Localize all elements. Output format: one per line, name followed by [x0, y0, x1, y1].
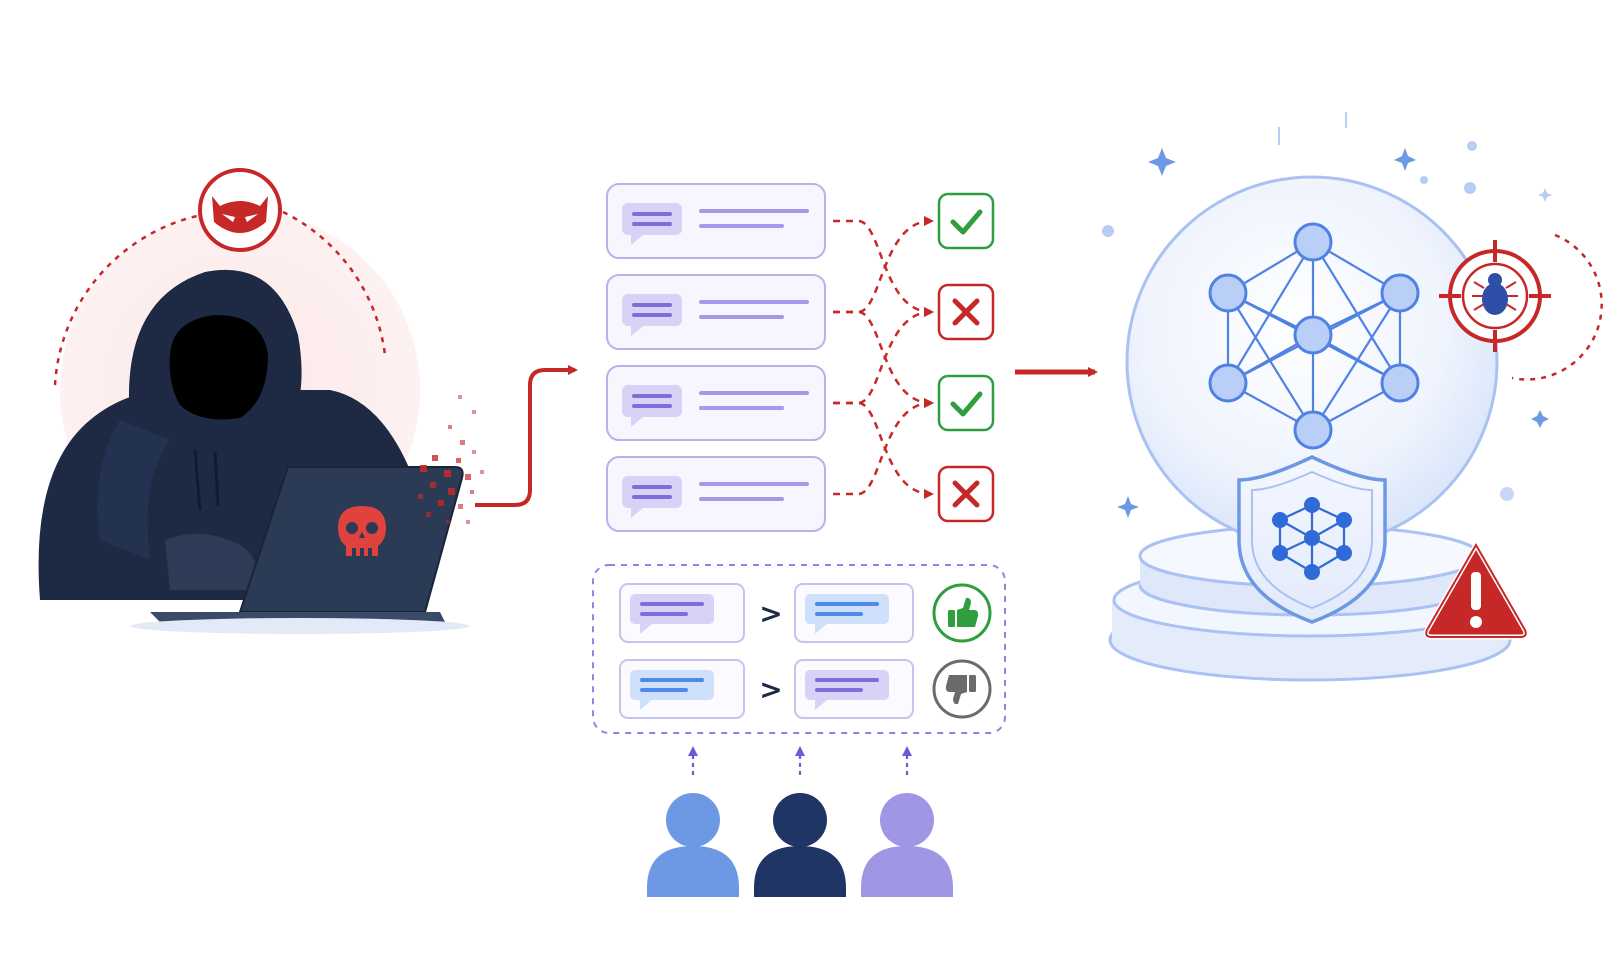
verdict-connector — [833, 310, 934, 408]
annotator-person-icon — [754, 746, 846, 897]
chat-bubble-icon — [805, 594, 889, 634]
verdict-connector — [833, 216, 934, 314]
check-icon — [937, 192, 995, 250]
verdict-connectors — [833, 216, 934, 499]
text-line — [699, 391, 809, 395]
chat-bubble-icon — [630, 670, 714, 710]
attacker-orbit-right — [282, 210, 387, 356]
preferred-response — [619, 659, 745, 719]
text-line — [699, 315, 784, 319]
attack-arrow — [475, 365, 578, 507]
skull-icon — [338, 506, 386, 556]
chat-bubble-icon — [622, 476, 682, 518]
model-group — [1102, 112, 1603, 682]
preference-pair: > — [619, 659, 992, 719]
verdict-connector — [833, 307, 934, 405]
verdict-icons — [937, 192, 995, 523]
sparkles — [1102, 112, 1552, 518]
response-card — [606, 365, 826, 441]
target-bug-icon — [1439, 233, 1603, 381]
text-line — [699, 209, 809, 213]
text-line — [699, 300, 809, 304]
x-icon — [937, 283, 995, 341]
text-line — [699, 497, 784, 501]
rejected-response — [794, 659, 914, 719]
attacker-group — [38, 168, 578, 634]
text-line — [699, 482, 809, 486]
response-card — [606, 183, 826, 259]
check-icon — [937, 374, 995, 432]
x-icon — [937, 465, 995, 523]
response-card — [606, 456, 826, 532]
preferred-response — [619, 583, 745, 643]
response-card — [606, 274, 826, 350]
thumbs-up-icon — [932, 583, 992, 643]
chat-bubble-icon — [622, 385, 682, 427]
chat-bubble-icon — [630, 594, 714, 634]
chat-bubble-icon — [622, 203, 682, 245]
devil-mask-icon — [198, 168, 282, 252]
response-list — [606, 183, 826, 532]
text-line — [699, 224, 784, 228]
corruption-pixels — [418, 395, 484, 524]
preference-box: >> — [592, 564, 1006, 734]
rejected-response — [794, 583, 914, 643]
hooded-hacker — [38, 269, 420, 600]
annotator-person-icon — [861, 746, 953, 897]
chat-bubble-icon — [622, 294, 682, 336]
comparator-symbol: > — [759, 673, 782, 706]
verdict-connector — [833, 219, 934, 317]
text-line — [699, 406, 784, 410]
verdict-connector — [833, 401, 934, 499]
preference-pair: > — [619, 583, 992, 643]
neural-network-icon — [1208, 222, 1420, 450]
comparator-symbol: > — [759, 597, 782, 630]
thumbs-down-icon — [932, 659, 992, 719]
annotator-group — [647, 746, 953, 897]
chat-bubble-icon — [805, 670, 889, 710]
shield-network-icon — [1237, 455, 1387, 624]
verdict-connector — [833, 398, 934, 496]
warning-triangle-icon — [1423, 542, 1529, 640]
annotator-person-icon — [647, 746, 739, 897]
